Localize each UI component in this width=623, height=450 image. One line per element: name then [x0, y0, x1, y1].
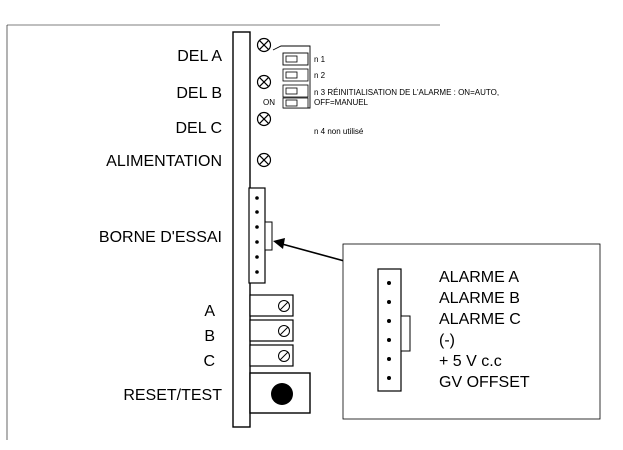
potentiometer-b[interactable] [249, 319, 294, 342]
reset-test-button[interactable] [249, 372, 311, 414]
dip-switch-block [272, 45, 311, 109]
label-borne-essai: BORNE D'ESSAI [99, 229, 222, 246]
led-del-b [256, 74, 272, 90]
label-del-a: DEL A [177, 48, 222, 65]
dip-n1-label: n 1 [314, 55, 326, 64]
test-terminal [248, 187, 273, 284]
label-c: C [203, 353, 215, 370]
dip-n2-label: n 2 [314, 71, 326, 80]
label-del-b: DEL B [176, 85, 222, 102]
label-alimentation: ALIMENTATION [106, 153, 222, 170]
potentiometer-c[interactable] [249, 344, 294, 367]
pin-label: ALARME B [439, 290, 520, 307]
pin-label: ALARME C [439, 311, 521, 328]
pointer-arrow-head [273, 238, 285, 249]
pin-label: ALARME A [439, 269, 519, 286]
dip-n3-label-cont: OFF=MANUEL [314, 98, 369, 107]
circuit-board [232, 31, 251, 428]
label-del-c: DEL C [175, 120, 222, 137]
dip-on-label: ON [263, 98, 275, 107]
dip-n4-label: n 4 non utilisé [314, 127, 364, 136]
label-reset-test: RESET/TEST [123, 387, 222, 404]
label-a: A [204, 303, 215, 320]
dip-n3-label: n 3 RÉINITIALISATION DE L'ALARME : ON=AU… [314, 88, 499, 97]
led-del-a [256, 37, 272, 53]
pin-label: (-) [439, 332, 455, 349]
led-alimentation [256, 152, 272, 168]
led-del-c [256, 111, 272, 127]
pin-label: + 5 V c.c [439, 353, 502, 370]
potentiometer-a[interactable] [249, 294, 294, 317]
pin-label: GV OFFSET [439, 374, 530, 391]
label-b: B [204, 328, 215, 345]
connector-detail [377, 268, 411, 392]
